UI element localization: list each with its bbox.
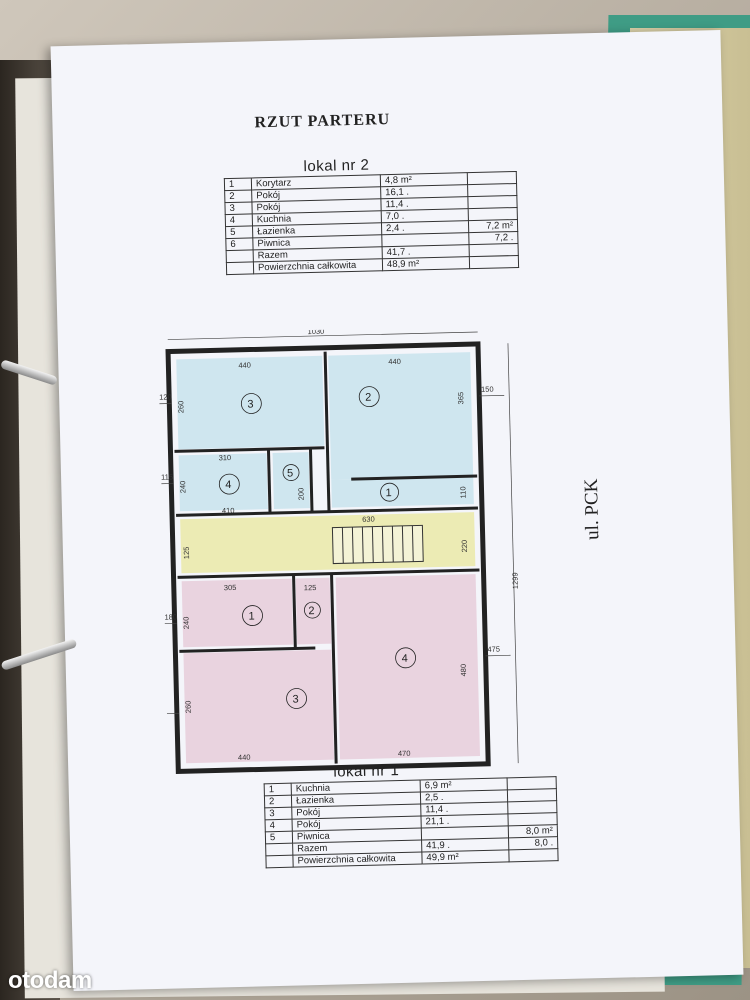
dim-right-height: 1299: [511, 572, 520, 589]
dim-corridor-height: 220: [460, 540, 469, 553]
room-lower-3: [183, 649, 335, 764]
room-label-upper-2: 2: [365, 392, 371, 404]
area-cell-n: 5: [265, 831, 293, 844]
room-label-lower-2: 2: [308, 605, 314, 617]
staircase: [331, 524, 424, 565]
dim-top-right-width: 440: [388, 357, 401, 366]
dim-top-left-width: 440: [238, 361, 251, 370]
dimension-lines: [159, 331, 519, 764]
watermark: otodam: [8, 967, 92, 994]
internal-walls: [174, 351, 480, 764]
dim-lower-mid: 305: [224, 583, 237, 592]
room-number-circles: [218, 386, 417, 709]
dim-lower-bottom-right: 470: [398, 749, 411, 758]
area-cell-n: 3: [224, 201, 253, 215]
dim-room5: 200: [296, 488, 305, 501]
lokal2-title: lokal nr 2: [303, 156, 370, 176]
room-label-upper-1: 1: [385, 487, 391, 499]
lokal1-title: lokal nr 1: [333, 762, 400, 781]
area-cell-n: 2: [224, 189, 252, 203]
dim-win-d: 150: [481, 385, 494, 394]
room-lower-2: [295, 577, 332, 645]
dim-win-c: 115: [161, 472, 173, 481]
area-cell-n: 4: [225, 213, 253, 227]
area-cell-extra: 7,2 .: [468, 231, 519, 245]
area-cell-extra: 8,0 m²: [508, 824, 558, 838]
dim-lower-left-top: 240: [182, 617, 191, 630]
dim-corridor-width: 630: [362, 515, 375, 524]
dim-upper-bottom-left: 410: [222, 506, 235, 515]
dim-upper-right-room: 365: [456, 392, 465, 405]
dim-lower-left-bottom: 260: [184, 701, 193, 714]
dim-room2: 125: [304, 583, 317, 592]
area-cell-n: [265, 855, 294, 868]
room-label-upper-3: 3: [247, 398, 253, 410]
area-cell-n: [265, 843, 293, 856]
area-cell-area: 49,9 m²: [421, 849, 510, 864]
room-lower-1: [181, 578, 294, 648]
street-label: ul. PCK: [580, 478, 604, 541]
dim-win-f: 475: [487, 645, 500, 654]
dim-lower-right-height: 480: [459, 664, 468, 677]
floor-plan-drawing: 3 2 4 5 1 1 2 3 4 1030 440 440 260 240 3…: [159, 327, 520, 774]
room-upper-2: [328, 352, 474, 480]
dim-win-a: 120: [159, 392, 172, 401]
dim-upper-left-room: 260: [176, 401, 185, 414]
area-cell-n: 6: [225, 237, 254, 251]
area-cell-n: [226, 261, 254, 275]
dim-upper-right-lower: 110: [458, 486, 467, 498]
room-label-lower-4: 4: [401, 653, 407, 665]
dim-upper-left-lower: 240: [178, 481, 187, 494]
stair-corridor: [180, 512, 476, 574]
dim-kitchen: 310: [219, 453, 232, 462]
room-upper-1: [331, 476, 474, 508]
area-cell-n: 1: [264, 783, 292, 796]
area-cell-n: 1: [224, 177, 252, 191]
area-cell-area: 48,9 m²: [382, 256, 470, 271]
area-cell-n: [226, 249, 254, 263]
room-label-upper-5: 5: [287, 468, 293, 480]
area-cell-extra: [508, 848, 559, 862]
dim-corridor-left: 125: [182, 547, 191, 560]
room-upper-3: [176, 355, 325, 450]
plan-title: RZUT PARTERU: [254, 111, 391, 132]
area-cell-extra: 7,2 m²: [468, 219, 518, 233]
area-cell-n: 4: [265, 819, 293, 832]
area-cell-n: 2: [264, 795, 292, 808]
dim-top-width: 1030: [307, 327, 324, 336]
outer-wall: [165, 341, 491, 774]
room-upper-4: [178, 453, 268, 512]
room-lower-4: [335, 574, 481, 760]
area-cell-n: 3: [264, 807, 293, 820]
area-cell-name: Powierzchnia całkowita: [253, 258, 383, 274]
room-label-upper-4: 4: [225, 479, 231, 491]
area-cell-extra: [469, 255, 519, 269]
dim-lower-bottom-left: 440: [238, 753, 251, 762]
area-cell-name: Powierzchnia całkowita: [292, 851, 423, 868]
area-cell-extra: 8,0 .: [508, 836, 558, 850]
area-cell-n: 5: [225, 225, 253, 239]
dim-win-e: 180: [164, 612, 177, 621]
room-label-lower-1: 1: [248, 611, 254, 623]
room-label-lower-3: 3: [292, 693, 298, 705]
